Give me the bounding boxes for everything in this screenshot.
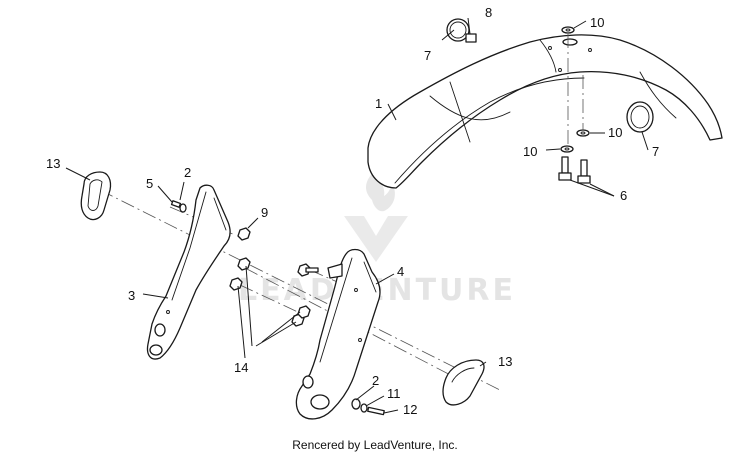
callout-10-left: 10	[523, 144, 537, 159]
part-washer-right	[576, 129, 590, 137]
part-spacer-lower-right	[360, 403, 368, 413]
leader-lines	[65, 17, 649, 414]
part-nut-9	[237, 227, 251, 241]
callout-14: 14	[234, 360, 248, 375]
part-bolt-right	[577, 159, 591, 184]
part-screw-lower-right	[367, 406, 385, 416]
callout-5: 5	[146, 176, 153, 191]
part-side-reflector-left	[80, 171, 112, 221]
callout-3: 3	[128, 288, 135, 303]
callout-7-lower: 7	[652, 144, 659, 159]
part-screw-upper-right	[305, 267, 319, 273]
part-clip	[465, 33, 477, 43]
callout-4: 4	[397, 264, 404, 279]
callout-8: 8	[485, 5, 492, 20]
callout-7-upper: 7	[424, 48, 431, 63]
part-washer-left	[560, 145, 574, 153]
callout-labels: 1 2 5 13 3 9 4 14 13 2 11 12 7 8 10 10 1…	[46, 5, 659, 417]
callout-2-upper: 2	[184, 165, 191, 180]
part-nut-14a	[237, 257, 251, 271]
part-reflector-top	[446, 18, 470, 42]
part-front-fender	[367, 34, 723, 189]
part-nut-14c	[297, 263, 311, 277]
callout-10-right: 10	[608, 125, 622, 140]
callout-1: 1	[375, 96, 382, 111]
callout-2-lower: 2	[372, 373, 379, 388]
part-fork-guard-right	[295, 248, 381, 420]
callout-13-right: 13	[498, 354, 512, 369]
callout-10-top: 10	[590, 15, 604, 30]
part-washer-top	[561, 26, 575, 34]
part-washer-lower-right	[351, 398, 361, 410]
callout-6: 6	[620, 188, 627, 203]
part-screw-left	[170, 200, 187, 213]
part-fork-guard-left	[146, 184, 231, 360]
callout-12: 12	[403, 402, 417, 417]
part-nut-14b	[229, 277, 243, 291]
callout-11: 11	[387, 386, 401, 401]
render-credit: Rencered by LeadVenture, Inc.	[292, 438, 458, 452]
callout-9: 9	[261, 205, 268, 220]
watermark-flame-icon	[365, 168, 395, 212]
part-reflector-right	[626, 101, 654, 133]
watermark-v-mark	[344, 216, 408, 262]
callout-13-left: 13	[46, 156, 60, 171]
part-side-reflector-right	[442, 359, 485, 406]
part-bolt-left	[558, 156, 572, 181]
